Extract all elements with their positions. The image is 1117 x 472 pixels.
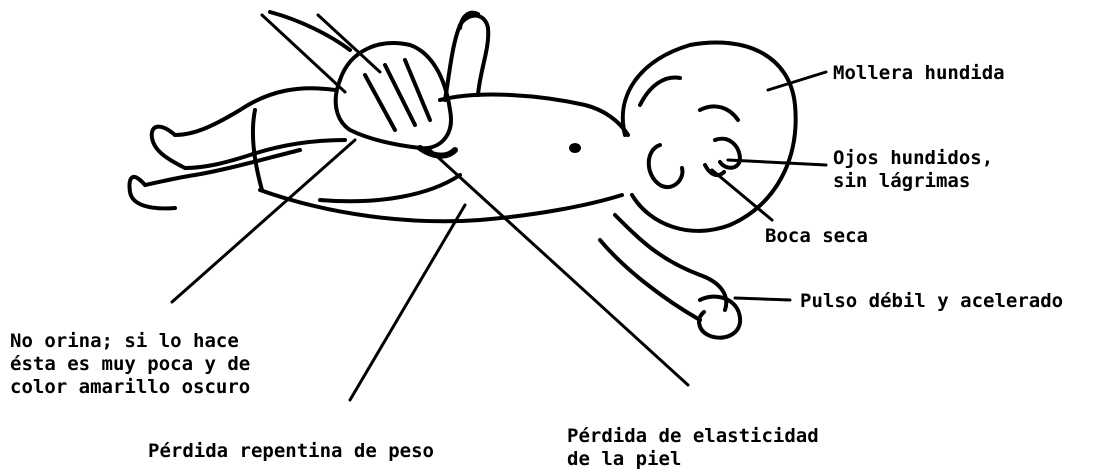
label-ojos-hundidos: Ojos hundidos, sin lágrimas bbox=[833, 147, 993, 193]
leader-peso bbox=[350, 205, 465, 400]
leader-orina bbox=[172, 140, 355, 302]
label-perdida-peso: Pérdida repentina de peso bbox=[148, 440, 434, 463]
label-orina-line-1: No orina; si lo hace bbox=[10, 330, 250, 353]
label-perdida-elasticidad: Pérdida de elasticidad de la piel bbox=[567, 425, 819, 471]
label-ojos-line-1: Ojos hundidos, bbox=[833, 147, 993, 170]
label-orina-line-3: color amarillo oscuro bbox=[10, 376, 250, 399]
label-piel-line-1: Pérdida de elasticidad bbox=[567, 425, 819, 448]
label-pulso: Pulso débil y acelerado bbox=[800, 290, 1063, 313]
label-ojos-line-2: sin lágrimas bbox=[833, 170, 993, 193]
leader-pulso bbox=[735, 298, 790, 300]
leader-mollera bbox=[768, 72, 826, 90]
label-mollera-hundida: Mollera hundida bbox=[833, 62, 1005, 85]
label-no-orina: No orina; si lo hace ésta es muy poca y … bbox=[10, 330, 250, 399]
label-piel-line-2: de la piel bbox=[567, 448, 819, 471]
leader-hand-b bbox=[318, 15, 380, 72]
label-pulso-text: Pulso débil y acelerado bbox=[800, 290, 1063, 313]
label-boca-seca: Boca seca bbox=[765, 225, 868, 248]
leader-piel bbox=[430, 150, 688, 385]
label-mollera-text: Mollera hundida bbox=[833, 62, 1005, 85]
label-boca-text: Boca seca bbox=[765, 225, 868, 248]
leader-ojos bbox=[728, 160, 826, 165]
label-peso-text: Pérdida repentina de peso bbox=[148, 440, 434, 463]
label-orina-line-2: ésta es muy poca y de bbox=[10, 353, 250, 376]
leader-boca bbox=[712, 170, 772, 220]
